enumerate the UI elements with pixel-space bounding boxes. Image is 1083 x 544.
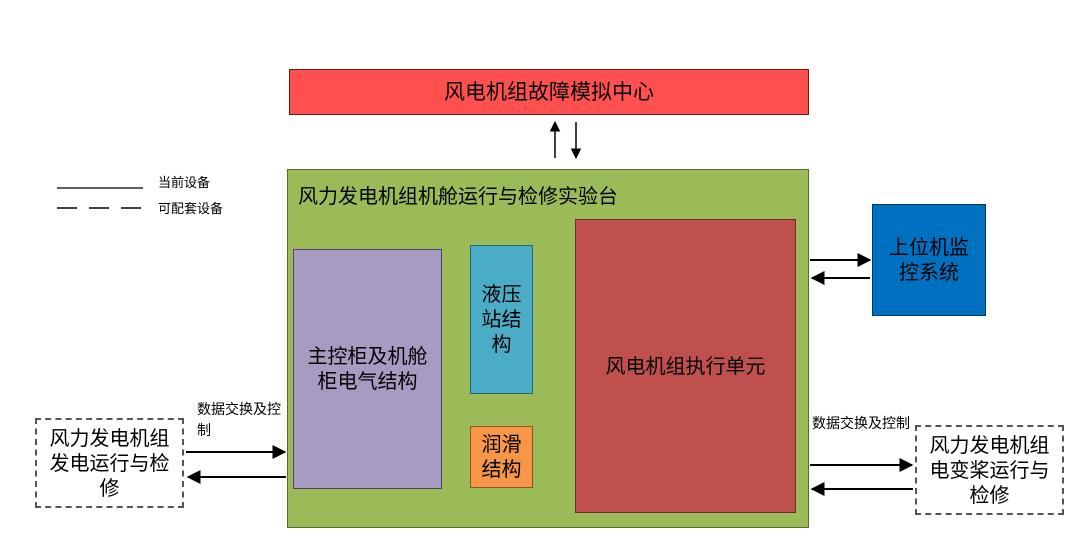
execution-unit-block: 风电机组执行单元 (575, 219, 796, 513)
control-cabinet-label: 主控柜及机舱柜电气结构 (307, 344, 428, 393)
hydraulic-station-block: 液压站结构 (470, 245, 533, 394)
test-bench-title: 风力发电机组机舱运行与检修实验台 (298, 184, 618, 208)
monitor-system-label: 上位机监控系统 (889, 235, 969, 284)
hydraulic-station-label: 液压站结构 (481, 282, 522, 356)
legend-optional-label: 可配套设备 (158, 202, 224, 217)
right-exchange-label: 数据交换及控制 (812, 416, 910, 432)
fault-simulation-center-label: 风电机组故障模拟中心 (444, 79, 654, 104)
control-cabinet-block: 主控柜及机舱柜电气结构 (293, 249, 442, 489)
right-external-label: 风力发电机组电变桨运行与检修 (929, 432, 1050, 507)
lubrication-label: 润滑结构 (481, 432, 522, 481)
execution-unit-label: 风电机组执行单元 (605, 353, 766, 378)
lubrication-block: 润滑结构 (470, 426, 533, 488)
legend-current-label: 当前设备 (158, 176, 211, 191)
monitor-system-block: 上位机监控系统 (872, 204, 986, 316)
fault-simulation-center: 风电机组故障模拟中心 (289, 69, 809, 115)
right-external-equipment: 风力发电机组电变桨运行与检修 (915, 425, 1064, 515)
left-exchange-label: 数据交换及控制 (197, 402, 281, 439)
left-external-equipment: 风力发电机组发电运行与检修 (35, 418, 184, 508)
left-external-label: 风力发电机组发电运行与检修 (49, 425, 170, 500)
